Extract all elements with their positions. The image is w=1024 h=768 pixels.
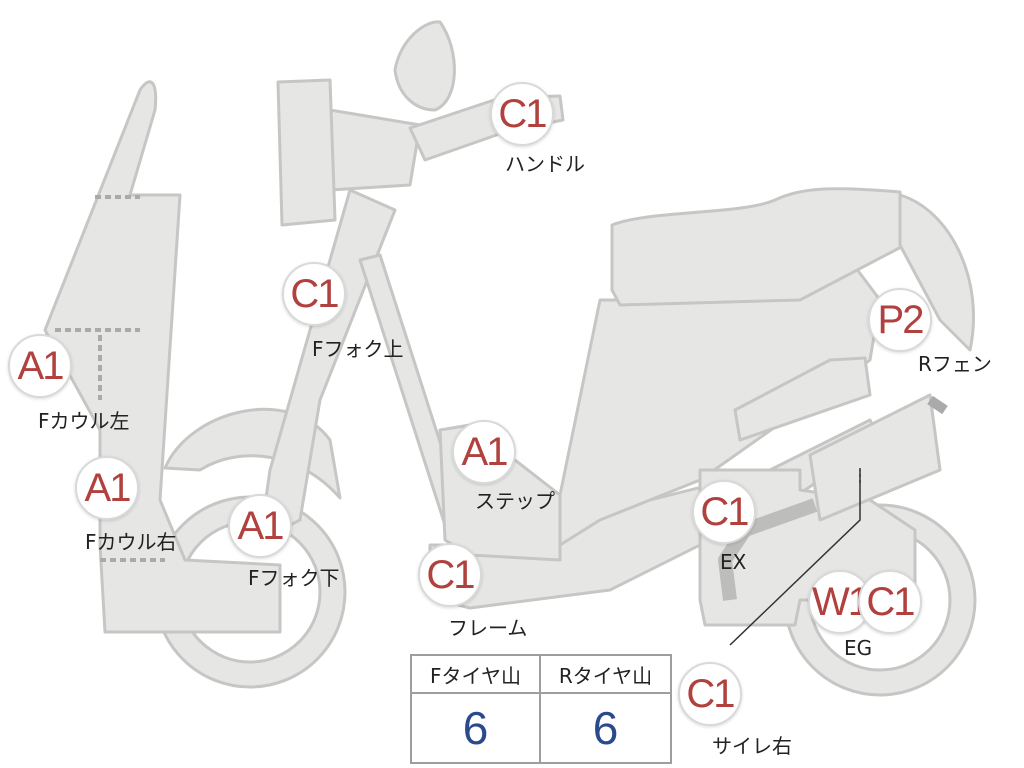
exhaust-pipe — [718, 498, 818, 601]
label-f-cowl-right: Fカウル右 — [85, 530, 177, 554]
grade-badge-silencer-right: C1 — [678, 662, 742, 726]
grade-badge-f-fork-lower: A1 — [228, 494, 292, 558]
grade-badge-r-fender: P2 — [868, 288, 932, 352]
header-rear-tire: Rタイヤ山 — [541, 656, 670, 694]
value-rear-tire: 6 — [592, 702, 619, 754]
grade-badge-step: A1 — [452, 420, 516, 484]
rear-rail — [733, 356, 872, 442]
label-r-fender: Rフェン — [918, 352, 992, 376]
shock — [927, 395, 948, 415]
label-f-fork-lower: Fフォク下 — [248, 566, 340, 590]
label-exhaust: EX — [720, 550, 747, 574]
grade-badge-frame: C1 — [418, 543, 482, 607]
label-engine: EG — [844, 636, 873, 660]
tire-tread-table: Fタイヤ山 Rタイヤ山 6 6 — [410, 654, 672, 764]
label-handle: ハンドル — [505, 152, 585, 176]
headlight — [276, 78, 337, 227]
front-fork — [258, 188, 397, 542]
shock-box — [808, 393, 942, 522]
seat — [610, 187, 907, 307]
grade-badge-f-cowl-right: A1 — [75, 456, 139, 520]
label-step: ステップ — [475, 489, 555, 513]
grade-badge-engine-c1: C1 — [858, 570, 922, 634]
handle-stem — [328, 108, 422, 192]
grade-badge-handle: C1 — [490, 82, 554, 146]
grade-badge-exhaust: C1 — [692, 480, 756, 544]
grade-badge-f-cowl-left: A1 — [8, 334, 72, 398]
label-f-fork-upper: Fフォク上 — [312, 337, 404, 361]
label-frame: フレーム — [448, 616, 528, 640]
rear-fender-shape — [898, 193, 975, 352]
label-silencer-right: サイレ右 — [712, 734, 792, 758]
grade-badge-f-fork-upper: C1 — [282, 262, 346, 326]
header-front-tire: Fタイヤ山 — [412, 656, 541, 694]
label-f-cowl-left: Fカウル左 — [38, 409, 130, 433]
mirror — [393, 20, 456, 112]
value-front-tire: 6 — [412, 694, 541, 762]
